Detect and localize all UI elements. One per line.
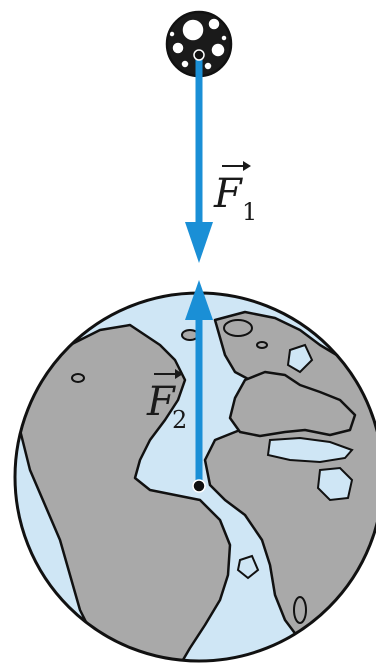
island-madagascar	[293, 596, 307, 624]
island-caribbean	[71, 373, 85, 383]
moon-crater	[210, 42, 226, 58]
island-greenland	[223, 319, 253, 337]
south-america-landmass	[18, 323, 232, 661]
moon-crater	[180, 59, 190, 69]
force-f1-shaft	[195, 53, 203, 233]
label-f1-symbol: F	[213, 171, 243, 217]
force-vector-f1	[185, 53, 213, 263]
mediterranean-sea	[266, 436, 354, 464]
baltic-sea	[286, 343, 314, 374]
moon-crater	[207, 17, 221, 31]
label-f2-symbol: F	[146, 379, 176, 425]
label-f2-subscript: 2	[172, 406, 187, 434]
label-f1: F 1	[213, 161, 257, 226]
lake-small	[236, 554, 260, 580]
force-f2-shaft	[195, 310, 203, 486]
moon-icon	[165, 10, 233, 78]
force-f2-arrowhead	[185, 280, 213, 320]
moon-crater	[181, 18, 205, 42]
moon-center-dot	[193, 49, 205, 61]
force-vector-f2	[185, 280, 213, 486]
vector-arrow-icon	[222, 161, 251, 171]
label-f1-subscript: 1	[242, 198, 257, 226]
label-f2: F 2	[146, 369, 187, 434]
force-f1-arrowhead	[185, 222, 213, 263]
earth-center-dot	[192, 479, 206, 493]
mediterranean-land	[228, 370, 357, 438]
vector-arrow-icon	[154, 369, 183, 379]
moon-crater	[203, 61, 213, 71]
gulf-inlet	[316, 466, 354, 502]
moon-crater	[220, 34, 228, 42]
moon-crater	[171, 41, 185, 55]
island-small-1	[256, 341, 268, 349]
